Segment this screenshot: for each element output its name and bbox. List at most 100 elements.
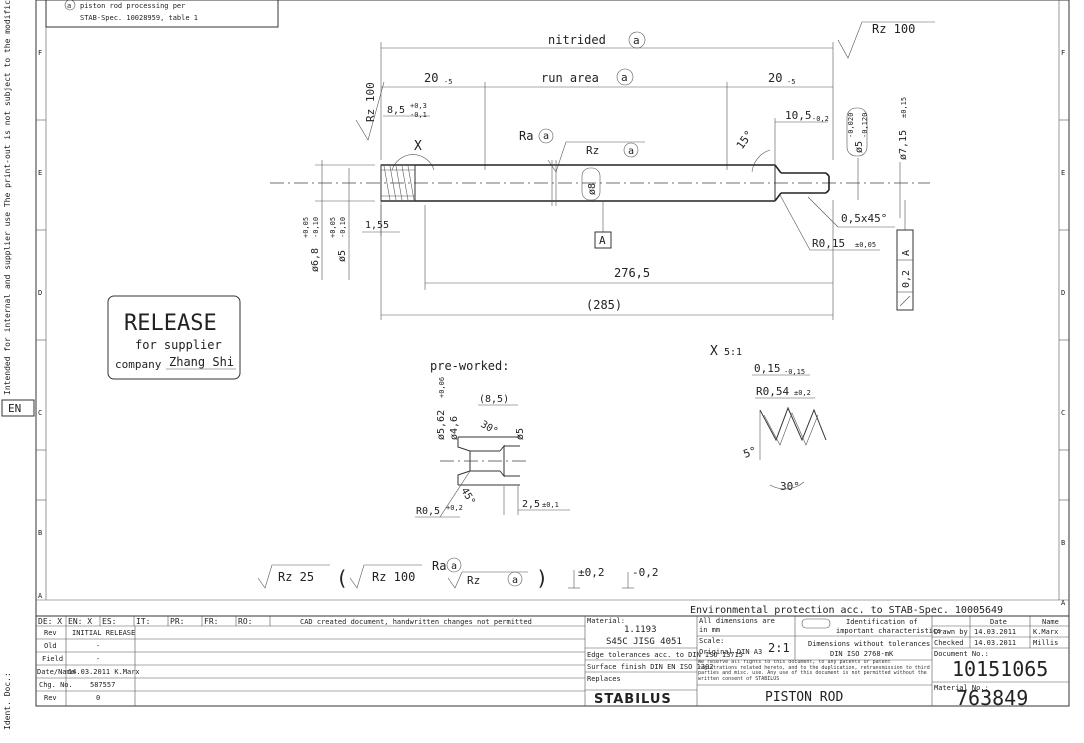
- svg-text:Identification of: Identification of: [846, 618, 918, 626]
- dim-10-5: 10,5: [785, 109, 812, 122]
- zone-left-c: C: [38, 409, 42, 417]
- svg-text:-0,10: -0,10: [312, 217, 320, 238]
- dim-20-right: 20: [768, 71, 782, 85]
- dia-6-8: ø6,8: [310, 248, 321, 272]
- svg-text:Replaces: Replaces: [587, 675, 621, 683]
- legend-rz: Rz: [467, 574, 480, 587]
- zone-left-b: B: [38, 529, 42, 537]
- runout-value: 0,2: [901, 270, 912, 288]
- svg-text:+0,2: +0,2: [446, 504, 463, 512]
- checked-date: 14.03.2011: [974, 639, 1016, 647]
- release-sub: for supplier: [135, 338, 222, 352]
- runout-datum: A: [901, 250, 912, 256]
- drawn-name: K.Marx: [1033, 628, 1058, 636]
- svg-text:Original DIN A3: Original DIN A3: [699, 648, 762, 656]
- pre-radius-0-5: R0,5: [416, 506, 440, 517]
- datum-a: A: [599, 234, 606, 247]
- nitrided-label: nitrided: [548, 33, 606, 47]
- svg-text:-: -: [96, 655, 100, 663]
- part-name: PISTON ROD: [765, 690, 843, 705]
- pre-angle-30: 30°: [479, 419, 500, 438]
- svg-text:-5: -5: [787, 78, 795, 86]
- rz100-left-label: Rz 100: [364, 82, 377, 122]
- document-number: 10151065: [952, 657, 1048, 681]
- env-protection: Environmental protection acc. to STAB-Sp…: [690, 605, 1003, 616]
- angle-15: 15°: [734, 128, 756, 152]
- dia-5-right: ø5: [854, 141, 865, 153]
- runout-frame: [896, 229, 914, 311]
- processing-note: a piston rod processing per STAB-Spec. 1…: [45, 0, 279, 28]
- svg-text:in mm: in mm: [699, 626, 720, 634]
- svg-text:important characteristics: important characteristics: [836, 627, 941, 635]
- svg-text:a: a: [543, 131, 549, 142]
- svg-text:±0,1: ±0,1: [542, 501, 559, 509]
- dia-7-15: ø7,15: [898, 130, 909, 160]
- svg-text:-0,020: -0,020: [847, 113, 855, 138]
- run-area-label: run area: [541, 71, 599, 85]
- svg-text:-0,15: -0,15: [784, 368, 805, 376]
- material-1: 1.1193: [624, 625, 657, 635]
- dim-276-5: 276,5: [614, 266, 650, 280]
- svg-text:Material No.:: Material No.:: [934, 684, 989, 692]
- svg-text:a: a: [628, 146, 634, 157]
- svg-text:Rev: Rev: [44, 694, 57, 702]
- zone-left-f: F: [38, 49, 42, 57]
- material-number: 763849: [956, 686, 1028, 710]
- dim-8-5: 8,5: [387, 105, 405, 116]
- lang-it: IT:: [136, 617, 150, 626]
- pre-dim-2-5: 2,5: [522, 499, 540, 510]
- side-ident-label: Ident. Doc.:: [3, 672, 12, 730]
- svg-text:Checked: Checked: [934, 639, 964, 647]
- svg-text:Scale:: Scale:: [699, 637, 724, 645]
- svg-text:Rev: Rev: [44, 629, 57, 637]
- svg-text:±0,05: ±0,05: [855, 241, 876, 249]
- side-usage-text: Intended for internal and supplier use T…: [3, 0, 12, 395]
- run-area-marker: a: [621, 71, 628, 84]
- lang-pr: PR:: [170, 617, 184, 626]
- svg-text:-: -: [96, 642, 100, 650]
- svg-text:Name: Name: [1042, 618, 1059, 626]
- release-stamp: RELEASE for supplier company Zhang Shi: [107, 295, 241, 380]
- release-company: Zhang Shi: [169, 355, 234, 369]
- zone-right-a: A: [1061, 599, 1066, 607]
- svg-text:All dimensions are: All dimensions are: [699, 617, 775, 625]
- drawn-date: 14.03.2011: [974, 628, 1016, 636]
- svg-text:Chg. No.: Chg. No.: [39, 681, 73, 689]
- pre-dia-5-62: ø5,62: [436, 410, 447, 440]
- svg-text:0: 0: [96, 694, 100, 702]
- title-block: Environmental protection acc. to STAB-Sp…: [35, 605, 1070, 710]
- svg-text:Material:: Material:: [587, 617, 625, 625]
- legend-rz100: Rz 100: [372, 570, 415, 584]
- zone-right-f: F: [1061, 49, 1065, 57]
- svg-text:a: a: [512, 575, 518, 586]
- detail-x-view: X 5:1 0,15 -0,15 R0,54 ±0,2 5° 30°: [710, 344, 827, 493]
- dia-8: ø8: [587, 183, 598, 195]
- side-label: Intended for internal and supplier use T…: [1, 0, 35, 730]
- lang-en: EN: X: [68, 617, 92, 626]
- zone-right-d: D: [1061, 289, 1065, 297]
- stabilus-logo: STABILUS: [594, 692, 672, 707]
- release-company-label: company: [115, 358, 162, 371]
- scale-value: 2:1: [768, 641, 790, 655]
- zone-markers: F E D C B A F E D C B A: [36, 49, 1069, 607]
- detail-radius-0-54: R0,54: [756, 385, 789, 398]
- svg-text:Drawn by: Drawn by: [934, 628, 968, 636]
- rz-label: Rz: [586, 144, 599, 157]
- svg-text:±0,15: ±0,15: [900, 97, 908, 118]
- svg-text:+0,06: +0,06: [438, 377, 446, 398]
- zone-right-b: B: [1061, 539, 1065, 547]
- thread-section: [380, 164, 416, 202]
- material-2: S45C JISG 4051: [606, 637, 682, 647]
- lang-fr: FR:: [204, 617, 218, 626]
- zone-left-a: A: [38, 592, 43, 600]
- svg-text:±0,2: ±0,2: [794, 389, 811, 397]
- legend-tol-plus: ±0,2: [578, 566, 605, 579]
- pre-dia-4-6: ø4,6: [449, 416, 460, 440]
- side-lang-code: EN: [8, 402, 21, 415]
- note-line-2: STAB-Spec. 10028959, table 1: [80, 14, 198, 22]
- svg-text:-0,2: -0,2: [812, 115, 829, 123]
- zone-right-e: E: [1061, 169, 1065, 177]
- svg-text:Field: Field: [42, 655, 63, 663]
- dim-285: (285): [586, 298, 622, 312]
- svg-text:Edge tolerances acc. to DIN IS: Edge tolerances acc. to DIN ISO 13715: [587, 651, 743, 659]
